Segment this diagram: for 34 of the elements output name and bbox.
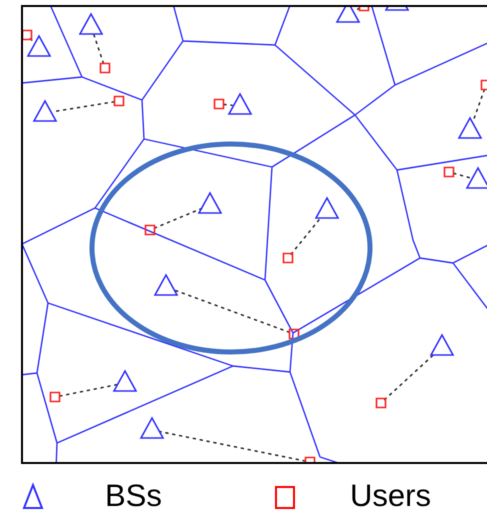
user-square [282, 252, 294, 264]
base-station-triangle [112, 369, 138, 392]
legend-label: BSs [105, 478, 162, 514]
user-square [376, 398, 386, 408]
base-station-triangle [228, 92, 252, 115]
base-station-triangle [26, 34, 52, 57]
association-line [30, 38, 34, 43]
association-line [59, 384, 118, 397]
user-square [144, 224, 156, 236]
base-station-triangle [458, 116, 482, 139]
association-line [154, 207, 204, 229]
association-line [92, 32, 104, 64]
user-square [214, 98, 224, 110]
base-station-triangle [198, 191, 222, 214]
user-square [444, 166, 454, 178]
association-line [354, 7, 360, 12]
base-station-triangle [466, 166, 487, 189]
base-station-triangle [336, 6, 360, 23]
user-square [50, 392, 60, 402]
base-station-triangle [78, 12, 104, 35]
association-line [453, 172, 472, 179]
base-station-triangle [430, 333, 454, 356]
base-station-triangle [32, 99, 58, 122]
base-station-triangle [314, 196, 340, 219]
base-station-triangle [154, 273, 178, 296]
association-line [172, 288, 290, 334]
user-square [288, 328, 300, 340]
legend-label: Users [350, 478, 431, 514]
user-square [100, 62, 110, 74]
base-station-triangle [140, 416, 164, 439]
association-line [223, 104, 233, 106]
base-station-triangle [384, 6, 410, 11]
association-line [159, 430, 306, 462]
user-square [114, 96, 124, 106]
